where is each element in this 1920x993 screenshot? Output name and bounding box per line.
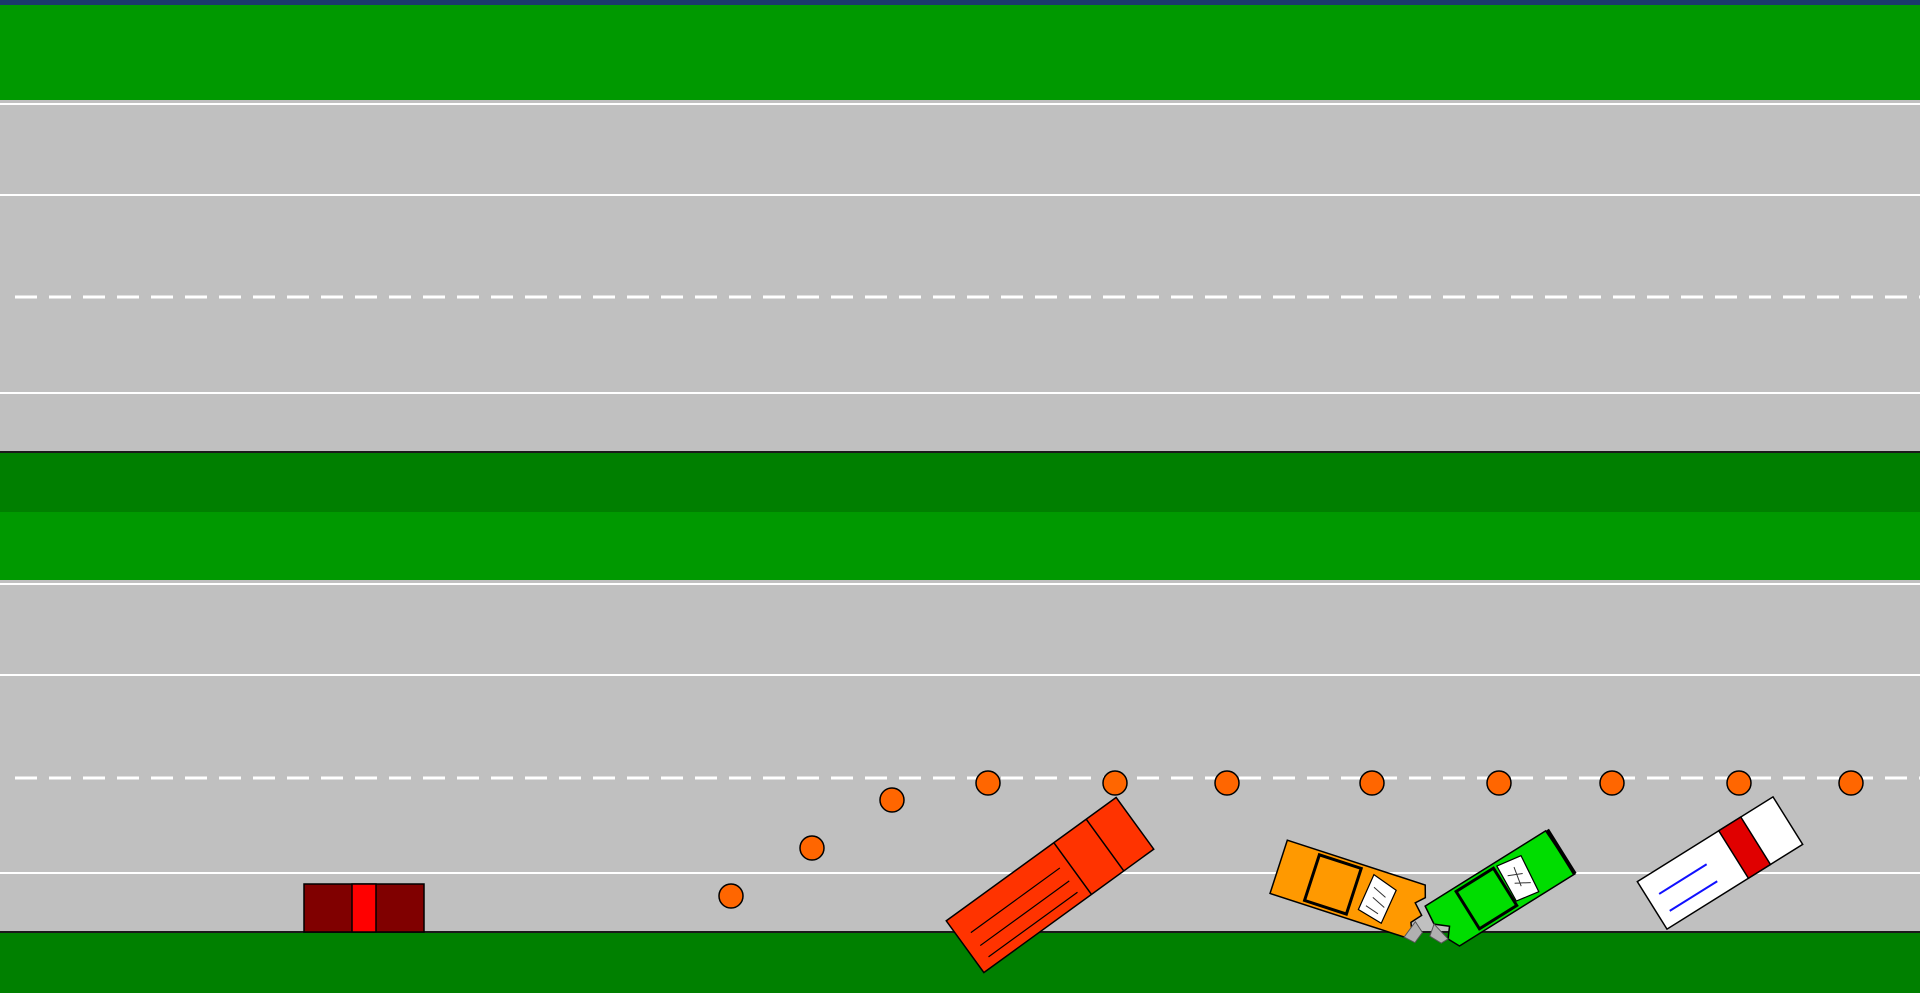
road-upper bbox=[0, 100, 1920, 452]
grass-bottom bbox=[0, 932, 1920, 993]
traffic-cone bbox=[880, 788, 904, 812]
grass-top bbox=[0, 5, 1920, 100]
traffic-cone bbox=[1839, 771, 1863, 795]
traffic-cone bbox=[800, 836, 824, 860]
traffic-cone bbox=[1727, 771, 1751, 795]
traffic-cone bbox=[1215, 771, 1239, 795]
grass-median-light bbox=[0, 512, 1920, 580]
traffic-cone bbox=[976, 771, 1000, 795]
dark-red-car bbox=[304, 884, 424, 932]
traffic-cone bbox=[1600, 771, 1624, 795]
traffic-cone bbox=[1360, 771, 1384, 795]
traffic-cone bbox=[1487, 771, 1511, 795]
traffic-cone bbox=[1103, 771, 1127, 795]
top-window-bar bbox=[0, 0, 1920, 5]
grass-median-dark bbox=[0, 452, 1920, 512]
road-lower bbox=[0, 580, 1920, 932]
traffic-cone bbox=[719, 884, 743, 908]
